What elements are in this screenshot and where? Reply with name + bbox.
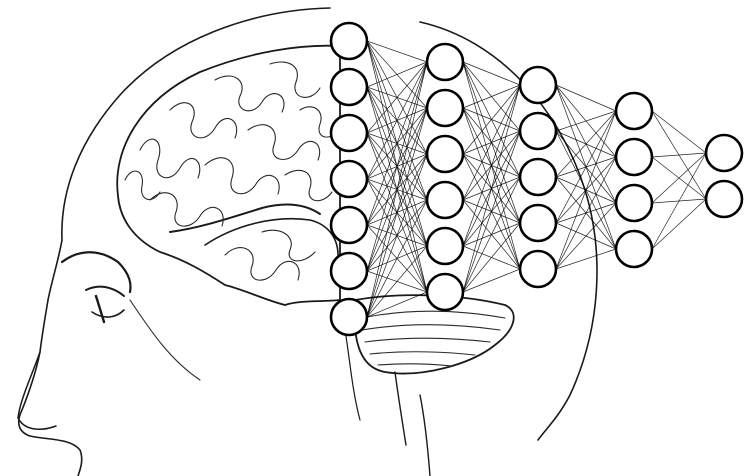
connection-l4-n3-to-n1 — [652, 153, 706, 203]
neuron-layer2-3 — [427, 136, 463, 172]
connection-l2-n6-to-n1 — [463, 85, 520, 292]
neuron-layer1-4 — [331, 161, 367, 197]
connection-l2-n6-to-n5 — [463, 269, 520, 292]
gyrus-6 — [205, 158, 279, 194]
neuron-layer1-3 — [331, 115, 367, 151]
neuron-layer2-6 — [427, 274, 463, 310]
connection-l1-n6-to-n1 — [367, 62, 427, 271]
neuron-layer5-1 — [706, 135, 742, 171]
connection-l4-n4-to-n1 — [652, 153, 706, 249]
folia-3 — [365, 338, 490, 342]
folia-4 — [370, 352, 475, 355]
neuron-layer4-4 — [616, 231, 652, 267]
connection-l4-n1-to-n1 — [652, 111, 706, 153]
gyrus-9 — [225, 248, 299, 281]
neuron-layer2-2 — [427, 90, 463, 126]
connection-l2-n6-to-n2 — [463, 131, 520, 292]
temporal-lobe — [205, 219, 338, 255]
brain-sketch — [117, 46, 340, 305]
folia-5 — [378, 364, 452, 366]
connection-l4-n2-to-n1 — [652, 153, 706, 157]
eye-lid — [96, 296, 104, 322]
neuron-layer3-2 — [520, 113, 556, 149]
gyrus-2 — [170, 103, 237, 138]
brain-outline — [117, 46, 340, 305]
connection-l4-n4-to-n2 — [652, 199, 706, 249]
neuron-layer4-3 — [616, 185, 652, 221]
gyrus-3 — [215, 76, 284, 112]
gyrus-7 — [248, 125, 320, 160]
neck-line — [420, 395, 430, 476]
neuron-layer3-4 — [520, 205, 556, 241]
neuron-layer4-2 — [616, 139, 652, 175]
gyrus-11 — [125, 171, 160, 200]
gyrus-4 — [270, 62, 320, 97]
brainstem-line — [395, 372, 406, 445]
connection-l2-n5-to-n1 — [463, 85, 520, 246]
neuron-layer3-1 — [520, 67, 556, 103]
connection-l3-n1-to-n1 — [556, 85, 616, 111]
gyrus-1 — [140, 139, 200, 178]
cerebellum-sketch — [354, 295, 513, 445]
neuron-layer1-5 — [331, 207, 367, 243]
gyrus-5 — [150, 193, 223, 227]
neuron-layer3-5 — [520, 251, 556, 287]
gyrus-10 — [262, 230, 315, 261]
head-outline — [19, 8, 330, 476]
neuron-layer1-7 — [331, 299, 367, 335]
neural-network — [331, 23, 742, 335]
neuron-layer1-6 — [331, 253, 367, 289]
cheek — [130, 300, 200, 380]
folia-2 — [362, 325, 500, 330]
neuron-layer4-1 — [616, 93, 652, 129]
connection-l2-n6-to-n4 — [463, 223, 520, 292]
gyrus-8 — [285, 170, 332, 200]
neuron-layer1-2 — [331, 69, 367, 105]
connection-l2-n6-to-n3 — [463, 177, 520, 292]
neuron-layer2-1 — [427, 44, 463, 80]
neuron-layer1-1 — [331, 23, 367, 59]
neuron-layer5-2 — [706, 181, 742, 217]
eye-lower — [92, 310, 124, 317]
connection-l2-n2-to-n1 — [463, 85, 520, 108]
folia-1 — [362, 311, 505, 318]
connection-l1-n7-to-n4 — [367, 200, 427, 317]
neuron-layer2-5 — [427, 228, 463, 264]
connection-l2-n4-to-n1 — [463, 85, 520, 200]
connection-l2-n3-to-n1 — [463, 85, 520, 154]
connection-l1-n7-to-n2 — [367, 108, 427, 317]
neuron-layer2-4 — [427, 182, 463, 218]
eye-upper — [86, 287, 124, 296]
connection-l2-n1-to-n1 — [463, 62, 520, 85]
neuron-layer3-3 — [520, 159, 556, 195]
